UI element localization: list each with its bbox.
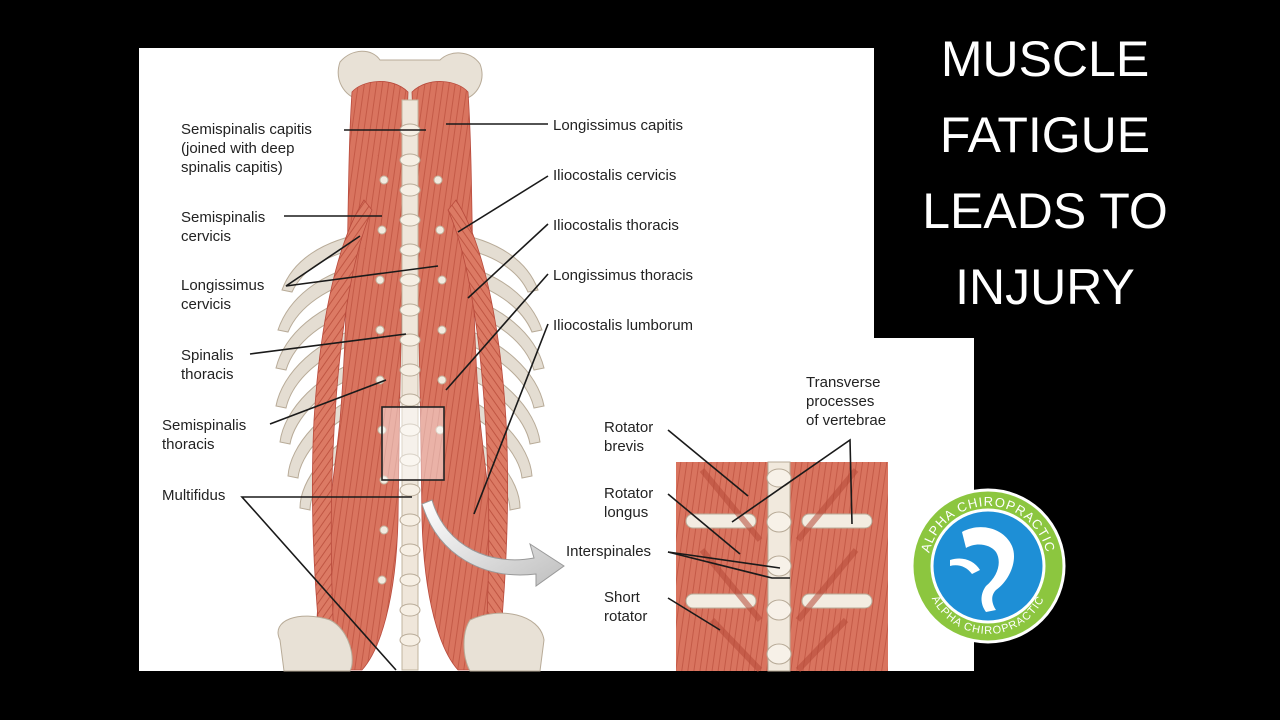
label-iliocostalis-cervicis: Iliocostalis cervicis — [553, 167, 676, 184]
label-multifidus: Multifidus — [162, 487, 225, 504]
back-illustration — [275, 50, 565, 672]
detail-illustration — [676, 461, 888, 673]
detail-highlight-box — [381, 406, 445, 481]
title-block: MUSCLE FATIGUE LEADS TO INJURY — [922, 31, 1167, 315]
leader-lines — [240, 123, 853, 671]
title-line-4: INJURY — [955, 259, 1135, 315]
pelvis-left — [277, 615, 353, 672]
label-interspinales: Interspinales — [566, 543, 651, 560]
spine-figure-icon — [962, 527, 1015, 612]
label-transverse-processes: Transverse processes of vertebrae — [806, 374, 886, 429]
label-semispinalis-capitis: Semispinalis capitis (joined with deep s… — [181, 121, 316, 176]
title-line-1: MUSCLE — [941, 31, 1149, 87]
label-longissimus-thoracis: Longissimus thoracis — [553, 267, 693, 284]
label-longissimus-capitis: Longissimus capitis — [553, 117, 683, 134]
label-semispinalis-thoracis: Semispinalis thoracis — [162, 417, 250, 453]
label-rotator-longus: Rotator longus — [604, 485, 657, 521]
detail-arrow — [421, 499, 565, 587]
pelvis-right — [463, 612, 545, 672]
figure-arm-icon — [950, 558, 980, 574]
label-iliocostalis-lumborum: Iliocostalis lumborum — [553, 317, 693, 334]
title-line-3: LEADS TO — [922, 183, 1167, 239]
label-short-rotator: Short rotator — [604, 589, 647, 625]
alpha-chiropractic-logo: ALPHA CHIROPRACTIC ALPHA CHIROPRACTIC — [910, 488, 1066, 644]
label-iliocostalis-thoracis: Iliocostalis thoracis — [553, 217, 679, 234]
spinal-column — [375, 99, 447, 671]
label-rotator-brevis: Rotator brevis — [604, 419, 657, 455]
label-semispinalis-cervicis: Semispinalis cervicis — [181, 209, 269, 245]
label-spinalis-thoracis: Spinalis thoracis — [181, 347, 238, 383]
label-longissimus-cervicis: Longissimus cervicis — [181, 277, 269, 313]
title-line-2: FATIGUE — [940, 107, 1150, 163]
